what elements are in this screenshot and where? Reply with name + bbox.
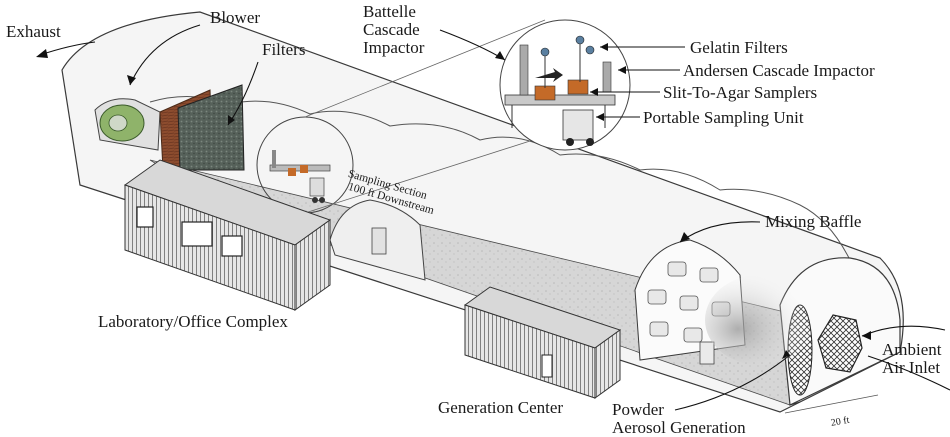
filter-bank bbox=[159, 84, 245, 171]
andersen-arrowhead bbox=[618, 66, 626, 74]
portable-arrowhead bbox=[596, 113, 604, 121]
label-slit-to-agar: Slit-To-Agar Samplers bbox=[663, 83, 818, 102]
label-andersen: Andersen Cascade Impactor bbox=[683, 61, 875, 80]
baffle-door bbox=[699, 341, 715, 365]
label-powder-line1: Powder bbox=[612, 400, 664, 419]
exhaust-arrowhead bbox=[36, 49, 48, 58]
powder-arrowhead bbox=[782, 350, 790, 359]
label-battelle-line3: Impactor bbox=[363, 38, 425, 57]
ambient-arrowhead bbox=[862, 331, 871, 340]
battelle-arrowhead bbox=[495, 51, 505, 60]
partition-door bbox=[371, 227, 387, 255]
label-ambient-line2: Air Inlet bbox=[882, 358, 941, 377]
blower-arrowhead bbox=[127, 75, 136, 85]
aerosol-spray bbox=[705, 275, 815, 365]
ambient-leader-bottom bbox=[867, 355, 950, 391]
label-filters: Filters bbox=[262, 40, 306, 59]
label-gelatin-filters: Gelatin Filters bbox=[690, 38, 788, 57]
sampling-cart-detail bbox=[504, 35, 616, 146]
label-battelle-line1: Battelle bbox=[363, 2, 416, 21]
label-ambient-line1: Ambient bbox=[882, 340, 942, 359]
label-powder-line2: Aerosol Generation bbox=[612, 418, 746, 437]
slit-arrowhead bbox=[590, 88, 598, 96]
label-generation-center: Generation Center bbox=[438, 398, 564, 417]
sampling-cart-small bbox=[269, 150, 331, 203]
powder-leader bbox=[674, 354, 791, 411]
tunnel-cut-edge bbox=[149, 96, 851, 261]
label-portable-unit: Portable Sampling Unit bbox=[643, 108, 804, 127]
label-blower: Blower bbox=[210, 8, 261, 27]
mixing-arrowhead bbox=[680, 232, 690, 242]
label-exhaust: Exhaust bbox=[6, 22, 61, 41]
generation-center-building bbox=[463, 286, 622, 399]
label-lab-office: Laboratory/Office Complex bbox=[98, 312, 288, 331]
battelle-leader bbox=[439, 29, 506, 61]
label-battelle-line2: Cascade bbox=[363, 20, 420, 39]
label-mixing-baffle: Mixing Baffle bbox=[765, 212, 862, 231]
gelatin-arrowhead bbox=[600, 43, 608, 51]
blower-leader bbox=[129, 24, 201, 86]
blower-unit bbox=[94, 98, 161, 151]
laboratory-office-building bbox=[123, 159, 332, 311]
filters-arrowhead bbox=[228, 115, 235, 125]
inlet-screen-hex bbox=[817, 314, 863, 373]
